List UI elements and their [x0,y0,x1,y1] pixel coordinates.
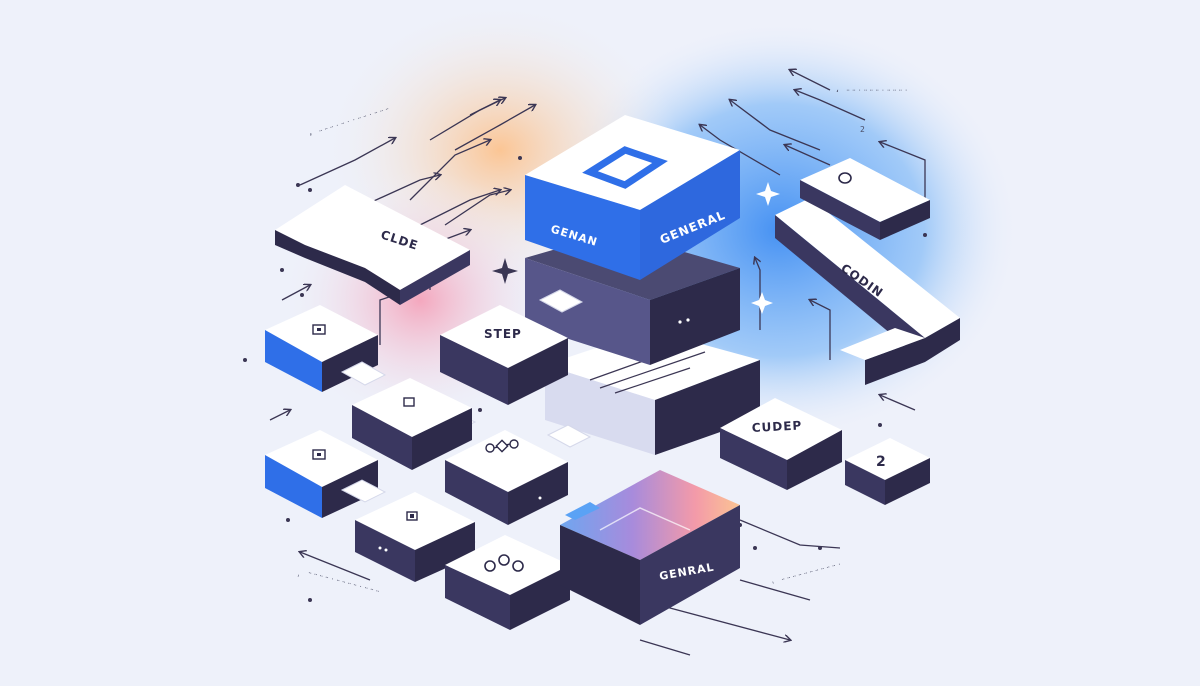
block-cudep: CUDEP [720,398,842,490]
caption-bottom-right: ˈ ̈ ̈ ̈ ̈ ̈ ̈ ̈ ̈ ̈ ̈ ̇ [770,563,842,590]
small-square-icon [312,324,326,335]
block-left-bottom [265,430,378,518]
caption-top-right: ʻ ̈ ̈ ̇ ̈ ̈ ̈ ̇ ̈ ̈ ̈ ̇ [835,89,907,98]
sparkle-icon [492,182,780,314]
caption-right-two: 2 [860,125,866,134]
block-step: STEP [440,305,568,405]
circuit-lines-right [700,70,926,411]
block-node-link [445,430,568,525]
circles-icon [484,554,524,572]
small-square-icon [312,449,326,460]
block-codin: CODIN [775,198,960,385]
node-link-icon [485,439,519,453]
caption-bottom-left: ˌ ̈ ̈ ̈ ̈ ̇ ̈ ̈ ̈ ̈ ̇ ̈ ̈ ̈ [295,568,379,599]
label-cudep: CUDEP [751,418,802,435]
block-general-bottom: GENRAL [560,470,740,625]
block-clde: CLDE [275,185,470,305]
block-zero [800,158,930,240]
block-two: 2 [845,438,930,505]
block-circles [445,535,570,630]
center-general-cube: GENAN GENERAL [525,115,740,280]
block-corner [352,378,472,470]
dots [243,156,927,602]
label-step: STEP [484,327,522,341]
block-left-top [265,305,378,392]
block-bottom-left [355,492,475,582]
label-two: 2 [876,454,887,470]
